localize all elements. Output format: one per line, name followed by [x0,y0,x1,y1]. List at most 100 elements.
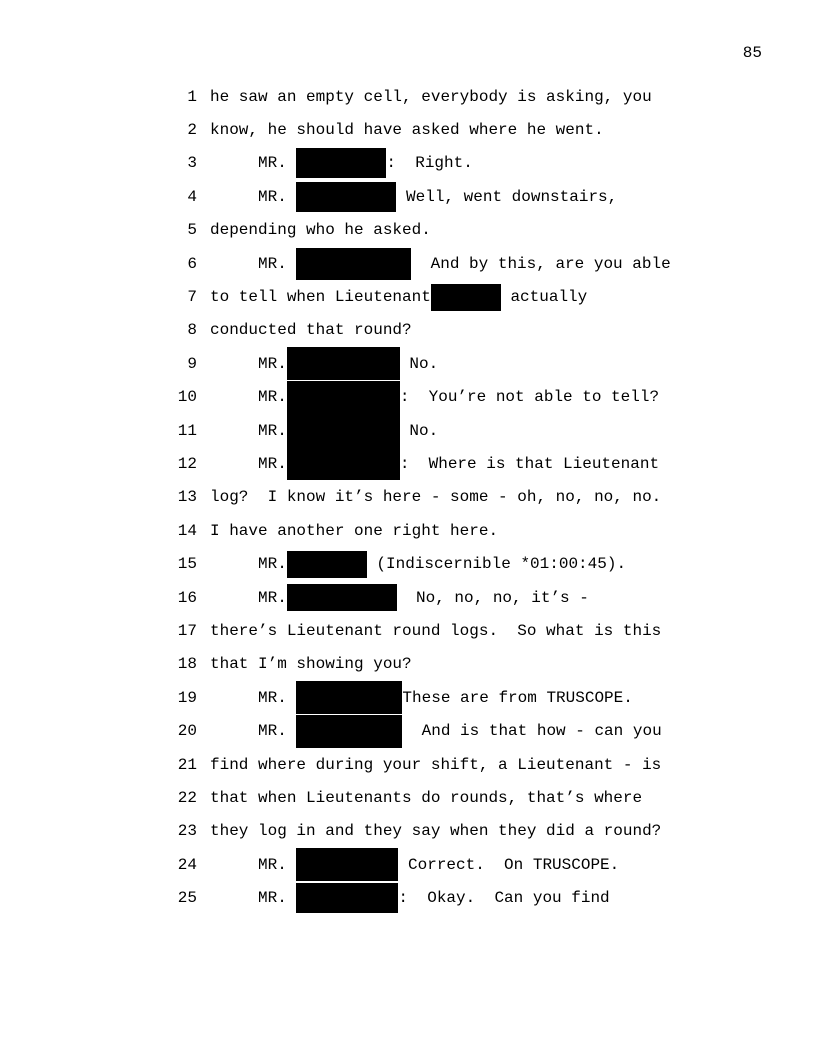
text-segment: he saw an empty cell, everybody is askin… [210,87,652,106]
text-segment: they log in and they say when they did a… [210,822,662,841]
line-text: conducted that round? [210,321,412,339]
text-segment: that when Lieutenants do rounds, that’s … [210,788,643,807]
transcript-line: 2 know, he should have asked where he wen… [0,113,816,146]
text-segment: MR. [210,855,297,874]
line-number: 24 [177,855,197,874]
text-segment: MR. [210,421,287,440]
text-segment: actually [500,288,588,307]
text-segment: : Okay. Can you find [398,889,610,908]
transcript-line: 22 that when Lieutenants do rounds, that’… [0,781,816,814]
line-text: log? I know it’s here - some - oh, no, n… [210,488,661,506]
line-text: they log in and they say when they did a… [210,822,661,840]
text-segment: MR. [210,187,297,206]
line-number: 13 [177,488,197,507]
text-segment: : Where is that Lieutenant [399,454,660,473]
transcript-line: 18 that I’m showing you? [0,648,816,681]
line-text: find where during your shift, a Lieutena… [210,756,661,774]
line-text: there’s Lieutenant round logs. So what i… [210,622,661,640]
line-number: 20 [177,722,197,741]
line-number: 14 [177,521,197,540]
line-number: 2 [187,121,197,140]
redaction-box [296,848,399,882]
line-number: 10 [177,388,197,407]
transcript-line: 9 MR. No. [0,347,816,381]
text-segment: MR. [210,722,297,741]
line-text: MR. No, no, no, it’s - [210,584,589,612]
redaction-box [286,447,400,481]
line-number: 19 [177,688,197,707]
line-text: I have another one right here. [210,522,498,540]
text-segment: (Indiscernible *01:00:45). [366,555,627,574]
redaction-box [286,550,367,578]
text-segment: MR. [210,154,297,173]
line-number: 12 [177,454,197,473]
line-text: MR. Correct. On TRUSCOPE. [210,848,620,882]
transcript-line: 3 MR. : Right. [0,147,816,180]
text-segment: to tell when Lieutenant [210,288,431,307]
transcript-line: 12 MR.: Where is that Lieutenant [0,447,816,481]
text-segment: No. [399,421,439,440]
line-text: to tell when Lieutenant actually [210,283,588,311]
text-segment: No, no, no, it’s - [396,588,589,607]
transcript-line: 19 MR. These are from TRUSCOPE. [0,681,816,715]
line-text: depending who he asked. [210,221,431,239]
line-number: 22 [177,788,197,807]
text-segment: And is that how - can you [402,722,662,741]
text-segment: log? I know it’s here - some - oh, no, n… [210,488,662,507]
redaction-box [296,883,399,914]
transcript-line: 24 MR. Correct. On TRUSCOPE. [0,848,816,882]
transcript-line: 20 MR. And is that how - can you [0,714,816,748]
line-text: MR.: You’re not able to tell? [210,380,659,414]
text-segment: MR. [210,588,287,607]
line-number: 9 [187,354,197,373]
line-text: MR. These are from TRUSCOPE. [210,681,633,715]
text-segment: Well, went downstairs, [396,187,618,206]
text-segment: conducted that round? [210,321,412,340]
line-text: MR. And is that how - can you [210,714,662,748]
transcript-line: 14 I have another one right here. [0,514,816,547]
transcript-line: 4 MR. Well, went downstairs, [0,180,816,213]
text-segment: MR. [210,388,287,407]
text-segment: know, he should have asked where he went… [210,121,604,140]
line-text: MR. : Right. [210,148,473,179]
line-number: 25 [177,889,197,908]
line-number: 18 [177,655,197,674]
line-text: MR. Well, went downstairs, [210,181,618,212]
line-text: that I’m showing you? [210,655,412,673]
redaction-box [286,347,400,381]
line-number: 16 [177,588,197,607]
text-segment: And by this, are you able [411,254,671,273]
line-text: that when Lieutenants do rounds, that’s … [210,789,642,807]
text-segment: MR. [210,354,287,373]
transcript-line: 21 find where during your shift, a Lieute… [0,748,816,781]
line-number: 4 [187,187,197,206]
line-text: he saw an empty cell, everybody is askin… [210,88,652,106]
text-segment: MR. [210,688,297,707]
line-text: MR. And by this, are you able [210,247,671,280]
redaction-box [296,181,397,212]
text-segment: MR. [210,555,287,574]
line-number: 6 [187,254,197,273]
line-number: 3 [187,154,197,173]
line-number: 7 [187,288,197,307]
text-segment: No. [399,354,439,373]
text-segment: that I’m showing you? [210,655,412,674]
redaction-box [296,714,403,748]
line-number: 21 [177,755,197,774]
page-number: 85 [742,44,762,62]
redaction-box [286,584,397,612]
line-number: 23 [177,822,197,841]
text-segment: : Right. [386,154,473,173]
text-segment: depending who he asked. [210,221,431,240]
text-segment: Correct. On TRUSCOPE. [398,855,620,874]
transcript-line: 7 to tell when Lieutenant actually [0,280,816,313]
redaction-box [296,681,403,715]
transcript-line: 25 MR. : Okay. Can you find [0,881,816,914]
redaction-box [286,380,400,414]
redaction-box [286,414,400,448]
